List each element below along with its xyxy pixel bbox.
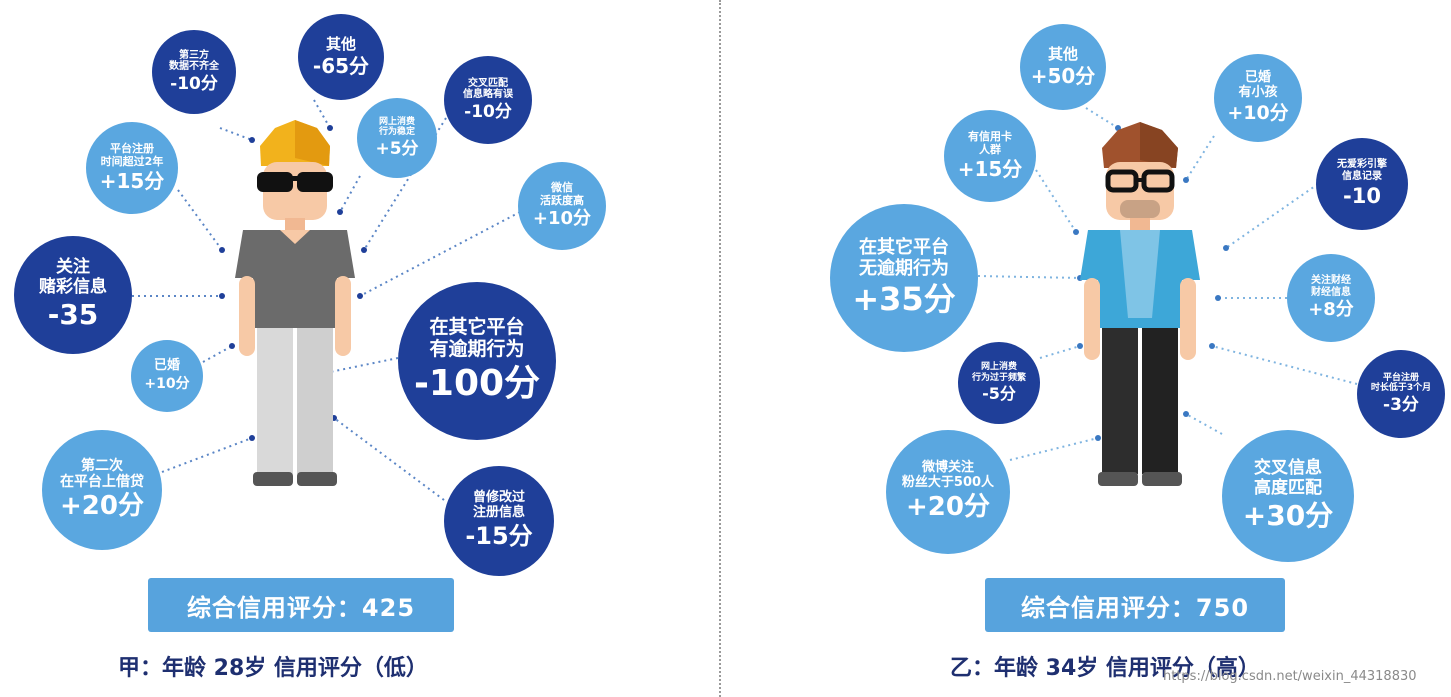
bubble-a-second-loan: 第二次 在平台上借贷 +20分: [42, 430, 162, 550]
bubble-b-no-lottery-record: 无爱彩引擎 信息记录 -10: [1316, 138, 1408, 230]
connector-dot: [219, 293, 225, 299]
bubble-b-frequent-spending: 网上消费 行为过于频繁 -5分: [958, 342, 1040, 424]
connector-dot: [1183, 411, 1189, 417]
connector-dot: [357, 293, 363, 299]
watermark: https://blog.csdn.net/weixin_44318830: [1163, 669, 1417, 684]
bubble-a-other: 其他 -65分: [298, 14, 384, 100]
connector-dot: [361, 247, 367, 253]
bubble-a-gambling-info: 关注 赌彩信息 -35: [14, 236, 132, 354]
connector-dot: [1073, 229, 1079, 235]
connector-line: [1035, 169, 1077, 233]
connector-dot: [1215, 295, 1221, 301]
connector-dot: [1077, 343, 1083, 349]
connector-dot: [219, 247, 225, 253]
bubble-b-married-child: 已婚 有小孩 +10分: [1214, 54, 1302, 142]
connector-line: [1211, 345, 1358, 385]
bubble-b-no-overdue: 在其它平台 无逾期行为 +35分: [830, 204, 978, 352]
connector-dot: [249, 137, 255, 143]
connector-dot: [1209, 343, 1215, 349]
connector-dot: [337, 209, 343, 215]
connector-dot: [229, 343, 235, 349]
person-a-figure: [235, 120, 355, 486]
connector-line: [977, 275, 1081, 279]
person-b-figure: [1080, 122, 1200, 486]
bubble-a-registration-time: 平台注册 时间超过2年 +15分: [86, 122, 178, 214]
connector-dot: [249, 435, 255, 441]
bubble-a-cross-match: 交叉匹配 信息略有误 -10分: [444, 56, 532, 144]
connector-line: [359, 211, 521, 297]
connector-dot: [1223, 245, 1229, 251]
bubble-a-overdue-other-platform: 在其它平台 有逾期行为 -100分: [398, 282, 556, 440]
bubble-a-third-party-data: 第三方 数据不齐全 -10分: [152, 30, 236, 114]
connector-line: [161, 437, 253, 473]
bubble-b-credit-card: 有信用卡 人群 +15分: [944, 110, 1036, 202]
connector-line: [333, 417, 445, 501]
connector-line: [339, 175, 361, 213]
summary-score-a: 综合信用评分：425: [148, 578, 454, 632]
bubble-b-weibo-followers: 微博关注 粉丝大于500人 +20分: [886, 430, 1010, 554]
caption-person-b: 乙：年龄 34岁 信用评分（高）: [950, 656, 1260, 681]
bubble-a-wechat-active: 微信 活跃度高 +10分: [518, 162, 606, 250]
connector-line: [1085, 107, 1119, 129]
caption-person-a: 甲：年龄 28岁 信用评分（低）: [118, 656, 428, 681]
summary-score-b: 综合信用评分：750: [985, 578, 1285, 632]
bubble-b-finance-info: 关注财经 财经信息 +8分: [1287, 254, 1375, 342]
connector-line: [1185, 413, 1223, 435]
bubble-a-online-spending: 网上消费 行为稳定 +5分: [357, 98, 437, 178]
bubble-b-other: 其他 +50分: [1020, 24, 1106, 110]
connector-line: [1185, 135, 1215, 181]
connector-dot: [327, 125, 333, 131]
bubble-b-cross-match-high: 交叉信息 高度匹配 +30分: [1222, 430, 1354, 562]
center-divider: [719, 0, 721, 697]
bubble-a-married: 已婚 +10分: [131, 340, 203, 412]
bubble-a-modified-registration: 曾修改过 注册信息 -15分: [444, 466, 554, 576]
connector-dot: [1095, 435, 1101, 441]
connector-line: [1225, 183, 1319, 249]
bubble-b-short-registration: 平台注册 时长低于3个月 -3分: [1357, 350, 1445, 438]
connector-line: [1039, 345, 1081, 359]
connector-dot: [1183, 177, 1189, 183]
connector-line: [177, 189, 223, 251]
